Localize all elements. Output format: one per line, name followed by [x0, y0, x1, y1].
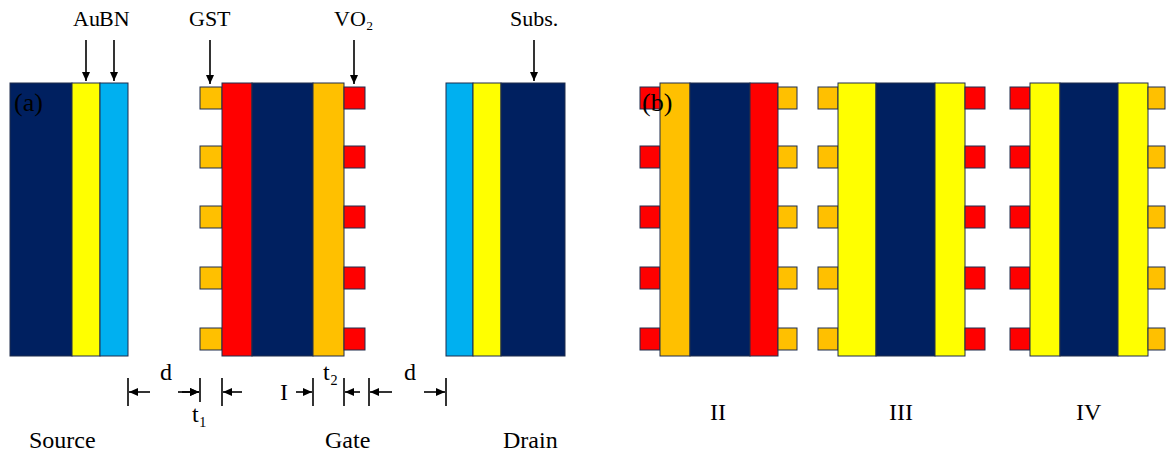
vo2-grating — [965, 87, 985, 109]
dimension-arrow — [345, 391, 360, 393]
vo2-grating — [640, 206, 660, 228]
gst-grating — [1148, 328, 1165, 350]
gold-layer — [1030, 83, 1060, 356]
dimension-tick — [127, 378, 129, 406]
substrate-layer — [501, 83, 565, 356]
gst-grating — [200, 328, 222, 350]
dimension-arrow — [296, 391, 312, 393]
pointer-arrow — [113, 40, 115, 81]
gst-grating — [818, 267, 838, 289]
vo2-grating — [1010, 206, 1030, 228]
vo2-grating — [344, 87, 365, 109]
gst-grating — [200, 146, 222, 168]
part-label: Drain — [503, 428, 558, 452]
dimension-tick — [221, 378, 223, 406]
case-label: II — [710, 400, 726, 424]
vo2-grating — [965, 328, 985, 350]
gold-layer — [935, 83, 965, 356]
vo2-grating — [344, 267, 365, 289]
gst-grating — [200, 87, 222, 109]
vo2-layer — [750, 83, 778, 356]
vo2-grating — [640, 267, 660, 289]
dimension-tick — [312, 378, 314, 406]
vo2-layer — [222, 83, 252, 356]
material-label: GST — [189, 8, 231, 30]
vo2-grating — [965, 206, 985, 228]
pointer-arrow — [85, 40, 87, 81]
gold-layer — [72, 83, 100, 356]
material-label: VO₂ — [334, 8, 373, 30]
part-label: Source — [29, 428, 96, 452]
panel-label: (a) — [14, 90, 43, 116]
gst-layer — [660, 83, 690, 356]
vo2-grating — [1010, 328, 1030, 350]
substrate-layer — [1060, 83, 1118, 356]
vo2-grating — [965, 146, 985, 168]
dimension-arrow — [223, 391, 242, 393]
case-label: III — [889, 400, 913, 424]
vo2-grating — [1010, 87, 1030, 109]
vo2-grating — [965, 267, 985, 289]
material-label: Au — [73, 8, 100, 30]
dimension-tick — [368, 378, 370, 406]
substrate-layer — [876, 83, 935, 356]
material-label: Subs. — [510, 8, 558, 30]
dimension-label: t₂ — [321, 360, 340, 384]
case-label: IV — [1076, 400, 1101, 424]
gst-grating — [1148, 87, 1165, 109]
pointer-arrow — [209, 40, 211, 84]
gst-grating — [818, 328, 838, 350]
gst-grating — [778, 87, 797, 109]
dimension-arrow — [182, 391, 199, 393]
gst-layer — [313, 83, 344, 356]
dimension-arrow — [370, 391, 392, 393]
gst-grating — [778, 328, 797, 350]
vo2-grating — [1010, 267, 1030, 289]
substrate-layer — [10, 83, 72, 356]
dimension-label: d — [158, 360, 174, 384]
vo2-grating — [344, 328, 365, 350]
dimension-arrow — [178, 391, 199, 393]
gst-grating — [818, 87, 838, 109]
dimension-tick — [343, 378, 345, 406]
substrate-layer — [690, 83, 750, 356]
dimension-tick — [445, 378, 447, 406]
gst-grating — [200, 267, 222, 289]
gst-grating — [778, 146, 797, 168]
region-label: I — [278, 380, 290, 404]
gold-layer — [1118, 83, 1148, 356]
vo2-grating — [344, 146, 365, 168]
gst-grating — [200, 206, 222, 228]
dimension-label: d — [402, 360, 418, 384]
gst-grating — [778, 206, 797, 228]
gold-layer — [838, 83, 876, 356]
dimension-label: t₁ — [190, 402, 209, 426]
pointer-arrow — [533, 40, 535, 81]
panel-label: (b) — [642, 90, 672, 116]
material-label: BN — [99, 8, 130, 30]
gst-grating — [1148, 146, 1165, 168]
bn-layer — [100, 83, 128, 356]
vo2-grating — [344, 206, 365, 228]
vo2-grating — [640, 146, 660, 168]
gst-grating — [778, 267, 797, 289]
substrate-layer — [252, 83, 313, 356]
vo2-grating — [640, 328, 660, 350]
pointer-arrow — [353, 40, 355, 84]
gst-grating — [818, 206, 838, 228]
vo2-grating — [1010, 146, 1030, 168]
dimension-arrow — [424, 391, 445, 393]
gst-grating — [1148, 206, 1165, 228]
gst-grating — [818, 146, 838, 168]
gst-grating — [1148, 267, 1165, 289]
gold-layer — [473, 83, 501, 356]
dimension-arrow — [129, 391, 150, 393]
bn-layer — [446, 83, 473, 356]
part-label: Gate — [325, 428, 370, 452]
